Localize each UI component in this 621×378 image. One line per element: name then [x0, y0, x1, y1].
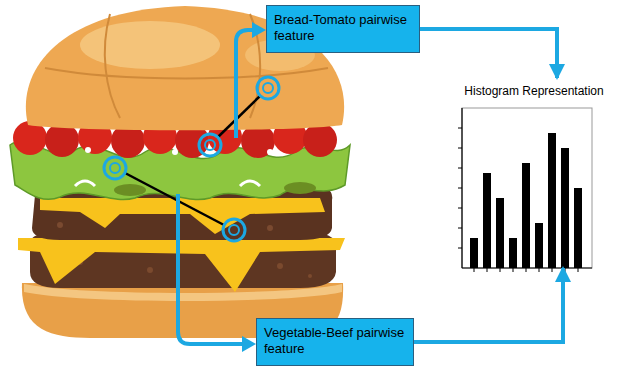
histogram-bar [561, 148, 569, 268]
histogram-bar [496, 198, 504, 268]
histogram-bar [483, 173, 491, 268]
histogram-bar [470, 133, 582, 268]
feature-point [229, 225, 239, 235]
box-label: Bread-Tomato pairwise feature [274, 12, 412, 45]
histogram-bar [548, 133, 556, 268]
flow-arrow [420, 29, 557, 78]
feature-point [257, 77, 279, 99]
feature-point [110, 163, 120, 173]
histogram-frame [458, 228, 462, 229]
histogram-frame [458, 148, 462, 149]
lower-cheese [18, 238, 345, 292]
feature-point [104, 157, 126, 179]
histogram-frame [526, 268, 527, 272]
lower-patty [147, 267, 153, 273]
leader-arrowhead [252, 22, 266, 38]
pair-line [125, 96, 260, 225]
chart-title: Histogram Representation [452, 78, 616, 99]
histogram-bar [509, 238, 517, 268]
histogram-frame [462, 108, 592, 268]
tomatoes [85, 147, 91, 153]
lower-patty [277, 263, 283, 269]
flow-arrow [414, 268, 563, 342]
tomatoes [172, 149, 178, 155]
pair-line [125, 173, 224, 225]
histogram-frame [458, 208, 462, 209]
feature-point [205, 140, 215, 150]
histogram-chart: Histogram Representation [452, 78, 616, 268]
feature-box: Vegetable-Beef pairwise feature [256, 318, 414, 366]
histogram-frame [513, 268, 514, 272]
histogram-frame [458, 248, 462, 249]
lettuce [284, 182, 316, 194]
lettuce [240, 181, 260, 186]
histogram-frame [458, 188, 462, 189]
feature-point [223, 219, 245, 241]
histogram-frame [552, 268, 553, 272]
histogram-frame [474, 268, 475, 272]
lettuce [75, 181, 95, 186]
feature-point [104, 77, 279, 241]
lower-patty [308, 274, 312, 278]
feature-box: Bread-Tomato pairwise feature [266, 5, 420, 53]
histogram-frame [458, 128, 578, 272]
leader-arrowhead [242, 336, 256, 352]
histogram-bar [522, 163, 530, 268]
histogram-frame [500, 268, 501, 272]
histogram-bar [470, 238, 478, 268]
leader-arrow [178, 30, 254, 344]
top-bun [105, 14, 120, 118]
feature-point [199, 134, 221, 156]
histogram-bar [574, 188, 582, 268]
histogram-frame [458, 128, 462, 129]
upper-patty [267, 225, 273, 231]
top-bun [45, 68, 328, 79]
box-label: Vegetable-Beef pairwise feature [264, 325, 406, 358]
histogram-frame [539, 268, 540, 272]
tomatoes [267, 149, 273, 155]
lettuce [114, 184, 146, 196]
histogram-frame [578, 268, 579, 272]
upper-patty [57, 222, 63, 228]
leader-arrow [236, 30, 254, 138]
lower-cheese [18, 238, 345, 292]
histogram-bar [535, 223, 543, 268]
leader-arrow [178, 194, 244, 344]
tomatoes [303, 123, 337, 157]
leader-arrowhead [242, 22, 266, 352]
histogram-frame [487, 268, 488, 272]
top-bun [80, 21, 220, 69]
pair-line [218, 96, 260, 137]
feature-point [263, 83, 273, 93]
histogram-frame [458, 108, 592, 272]
histogram-frame [458, 168, 462, 169]
